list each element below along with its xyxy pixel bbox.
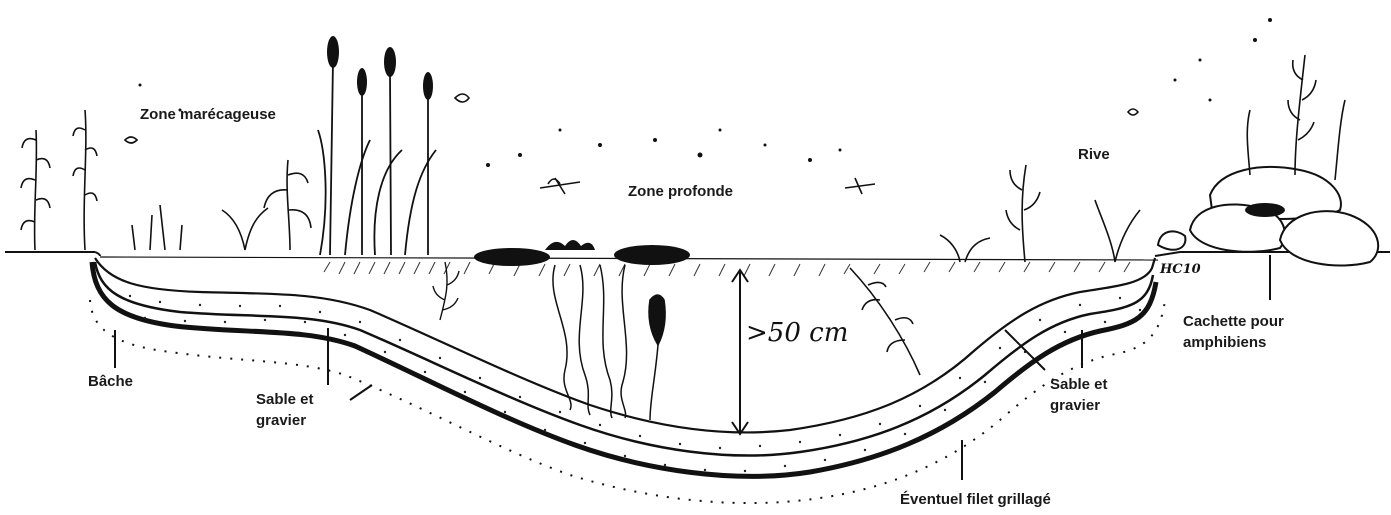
label-cachette-2: amphibiens <box>1183 333 1266 352</box>
liner-inner-line <box>95 258 1155 432</box>
label-sable-gauche-2: gravier <box>256 411 306 430</box>
leader-sable-right <box>1005 330 1045 370</box>
submerged-plant-left <box>433 262 459 320</box>
cattails <box>318 60 436 255</box>
label-zone-marecageuse: Zone marécageuse <box>140 105 276 124</box>
bank-plants-right <box>850 165 1140 375</box>
depth-annotation: >50 cm <box>746 318 848 348</box>
lily-pads <box>474 240 690 266</box>
label-rive: Rive <box>1078 145 1110 164</box>
depth-arrow <box>732 270 748 434</box>
sand-stipple <box>129 295 1141 472</box>
pond-layers <box>90 258 1165 503</box>
ground-surface-line <box>5 252 1390 260</box>
leader-sable-left-2 <box>350 385 372 400</box>
artist-signature: HC10 <box>1160 262 1201 277</box>
cattail-heads <box>327 36 433 100</box>
label-cachette-1: Cachette pour <box>1183 312 1284 331</box>
sand-layer-line <box>95 262 1153 456</box>
insects <box>125 94 1138 194</box>
rock-plants <box>1247 55 1345 180</box>
label-filet: Éventuel filet grillagé <box>900 490 1051 509</box>
label-sable-gauche-1: Sable et <box>256 390 314 409</box>
cachette-hole <box>1245 203 1285 217</box>
label-bache: Bâche <box>88 372 133 391</box>
marsh-plants-left <box>21 110 311 250</box>
label-zone-profonde: Zone profonde <box>628 182 733 201</box>
label-sable-droite-2: gravier <box>1050 396 1100 415</box>
label-sable-droite-1: Sable et <box>1050 375 1108 394</box>
